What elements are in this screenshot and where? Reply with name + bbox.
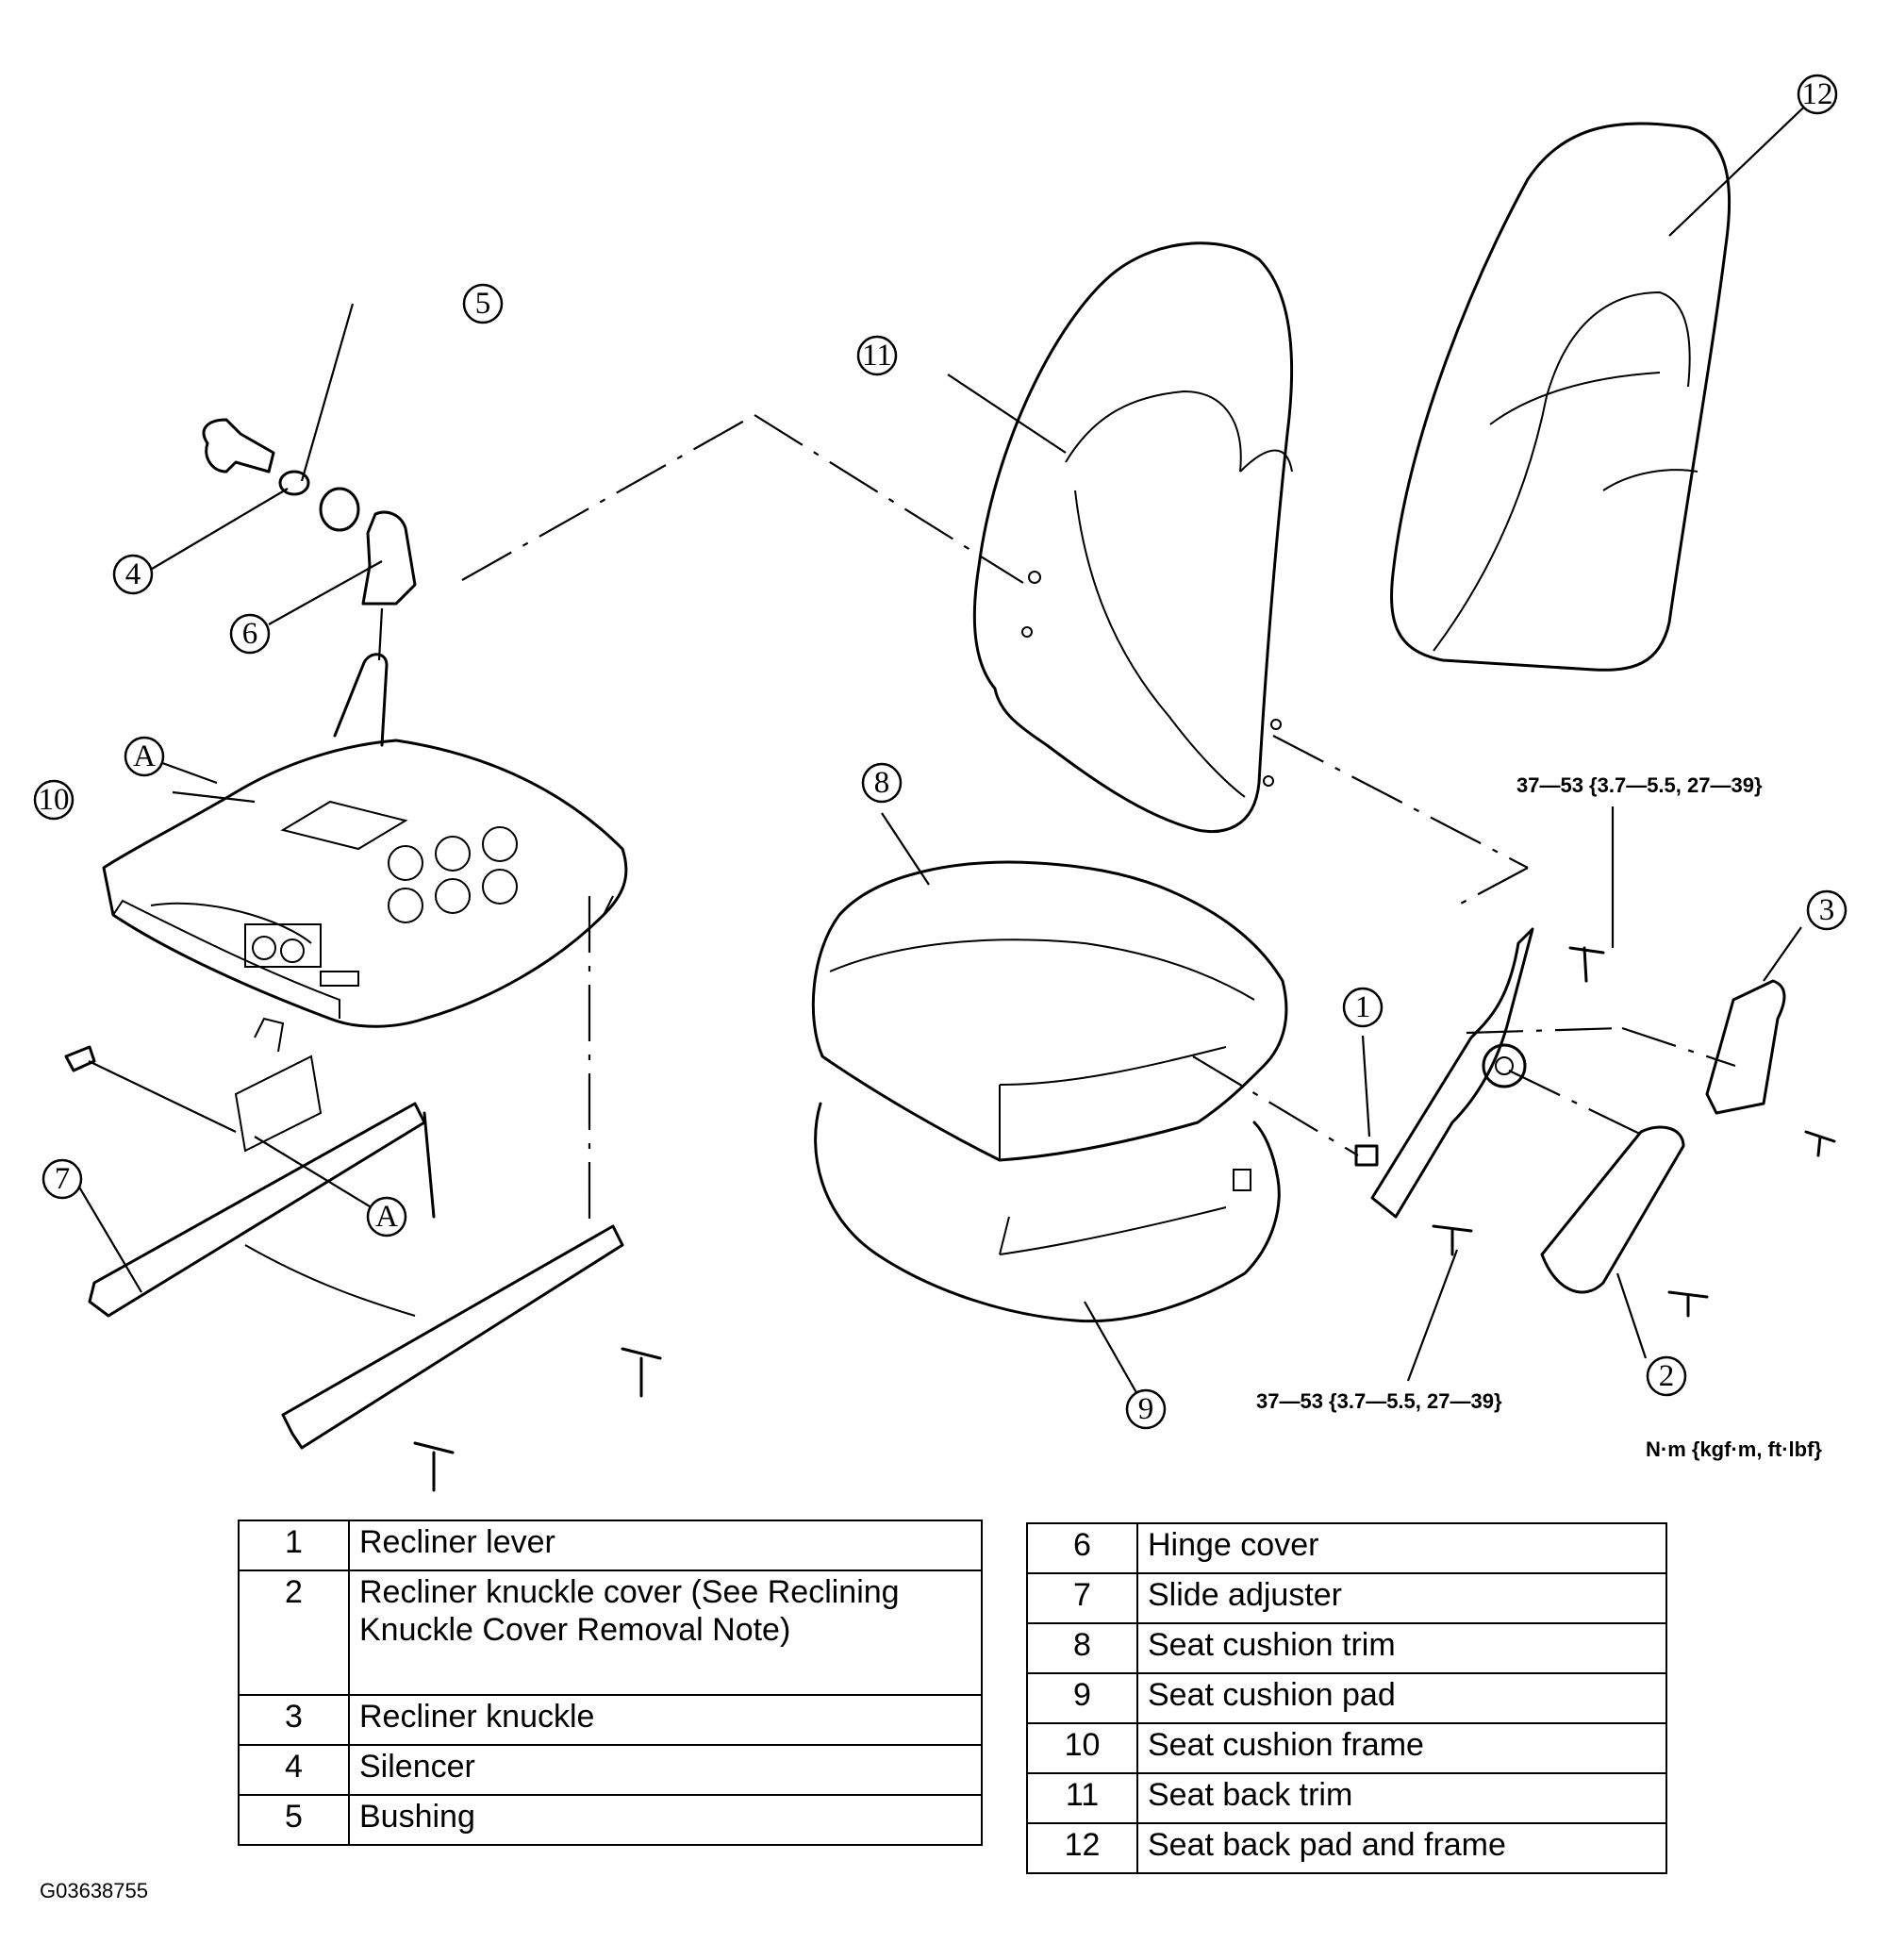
hinge-hardware-drawing <box>202 418 417 606</box>
svg-text:11: 11 <box>862 339 892 373</box>
legend-label: Silencer <box>348 1744 983 1796</box>
seat-back-trim-drawing <box>972 241 1294 834</box>
legend-number: 4 <box>238 1744 350 1796</box>
callout-6: 6 <box>229 613 271 655</box>
callout-4: 4 <box>112 554 154 595</box>
slide-adjuster-drawing <box>64 1017 662 1492</box>
callout-1: 1 <box>1342 987 1384 1028</box>
callout-2: 2 <box>1646 1355 1687 1397</box>
svg-text:12: 12 <box>1802 77 1833 111</box>
legend-number: 6 <box>1026 1522 1138 1574</box>
svg-text:8: 8 <box>874 766 890 800</box>
legend-label: Recliner knuckle cover (See Reclining Kn… <box>348 1570 983 1696</box>
legend-label: Seat back trim <box>1136 1772 1667 1824</box>
legend-label: Hinge cover <box>1136 1522 1667 1574</box>
seat-cushion-frame-drawing <box>102 653 628 1028</box>
recliner-assembly-drawing <box>1354 927 1836 1318</box>
seat-cushion-drawing <box>811 860 1288 1323</box>
legend-number: 11 <box>1026 1772 1138 1824</box>
callout-11: 11 <box>856 335 898 376</box>
legend-label: Slide adjuster <box>1136 1572 1667 1624</box>
legend-number: 3 <box>238 1694 350 1746</box>
svg-text:5: 5 <box>475 287 491 321</box>
torque-spec-lower: 37—53 {3.7—5.5, 27—39} <box>1256 1389 1502 1413</box>
legend-label: Seat cushion pad <box>1136 1672 1667 1724</box>
callout-3: 3 <box>1806 889 1848 931</box>
legend-number: 12 <box>1026 1822 1138 1874</box>
svg-text:6: 6 <box>242 617 258 651</box>
torque-spec-upper: 37—53 {3.7—5.5, 27—39} <box>1516 773 1763 797</box>
leader-lines <box>74 93 1818 1410</box>
svg-text:1: 1 <box>1355 990 1371 1024</box>
svg-text:3: 3 <box>1819 893 1835 927</box>
legend-label: Seat cushion trim <box>1136 1622 1667 1674</box>
figure-id: G03638755 <box>40 1879 148 1902</box>
legend-label: Seat cushion frame <box>1136 1722 1667 1774</box>
callout-A-lower: A <box>366 1196 407 1237</box>
legend-number: 7 <box>1026 1572 1138 1624</box>
legend-number: 1 <box>238 1520 350 1571</box>
callout-9: 9 <box>1125 1388 1167 1430</box>
legend-label: Recliner lever <box>348 1520 983 1571</box>
callout-8: 8 <box>861 762 903 804</box>
callout-5: 5 <box>462 283 504 324</box>
callout-12: 12 <box>1797 74 1838 115</box>
svg-text:7: 7 <box>55 1162 71 1196</box>
legend-number: 9 <box>1026 1672 1138 1724</box>
callout-10: 10 <box>33 779 75 821</box>
legend-number: 8 <box>1026 1622 1138 1674</box>
svg-text:10: 10 <box>39 783 70 817</box>
legend-label: Bushing <box>348 1794 983 1846</box>
legend-label: Recliner knuckle <box>348 1694 983 1746</box>
legend-number: 10 <box>1026 1722 1138 1774</box>
legend-number: 2 <box>238 1570 350 1696</box>
callout-7: 7 <box>41 1158 83 1200</box>
seat-back-pad-and-frame-drawing <box>1390 122 1732 672</box>
svg-text:9: 9 <box>1138 1392 1154 1426</box>
svg-text:A: A <box>133 739 156 773</box>
legend-label: Seat back pad and frame <box>1136 1822 1667 1874</box>
callout-A-upper: A <box>124 736 165 777</box>
legend-number: 5 <box>238 1794 350 1846</box>
svg-text:4: 4 <box>125 557 141 591</box>
torque-units: N·m {kgf·m, ft·lbf} <box>1646 1437 1822 1461</box>
svg-text:2: 2 <box>1659 1359 1675 1393</box>
svg-text:A: A <box>375 1200 398 1234</box>
